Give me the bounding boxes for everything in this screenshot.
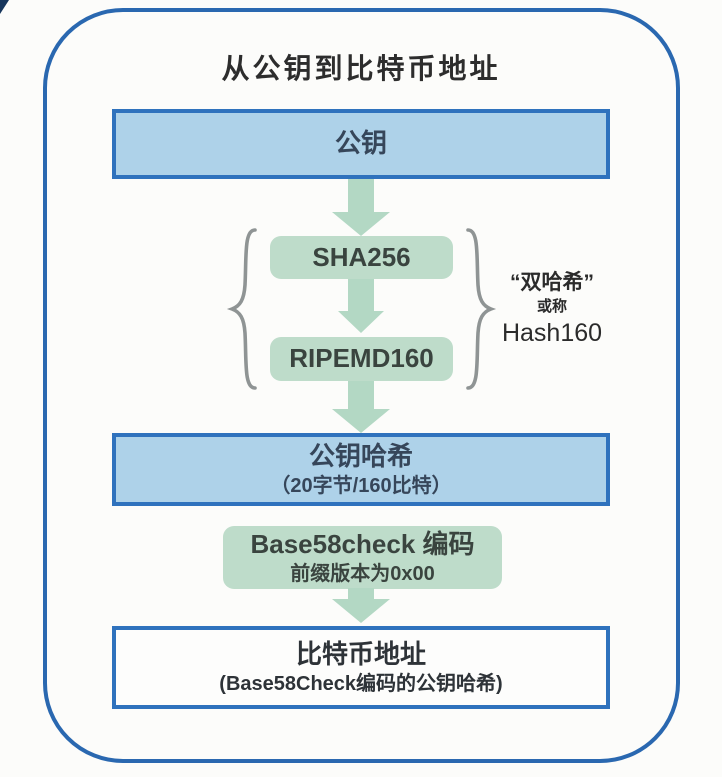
diagram-border	[43, 8, 680, 763]
arrow-head	[332, 599, 390, 623]
node-sha256-label: SHA256	[312, 241, 411, 272]
node-bitcoin-address-label: 比特币地址	[295, 638, 426, 669]
down-arrow-icon	[332, 588, 390, 623]
down-arrow-icon	[332, 179, 390, 236]
annotation-line-hash160: Hash160	[501, 319, 603, 347]
node-base58check-encode: Base58check 编码 前缀版本为0x00	[223, 526, 502, 589]
annotation-line-double-hash: “双哈希”	[510, 271, 594, 294]
right-brace-icon	[464, 227, 498, 391]
node-bitcoin-address: 比特币地址 (Base58Check编码的公钥哈希)	[112, 626, 610, 709]
node-public-key-hash-sublabel: （20字节/160比特）	[270, 474, 452, 497]
node-public-key-label: 公钥	[334, 128, 387, 159]
arrow-shaft	[348, 588, 374, 599]
corner-artifact	[0, 0, 9, 14]
arrow-head	[338, 311, 384, 333]
down-arrow-icon	[332, 381, 390, 433]
node-public-key: 公钥	[112, 109, 610, 179]
node-base58check-sublabel: 前缀版本为0x00	[290, 562, 435, 585]
node-public-key-hash-label: 公钥哈希	[308, 440, 413, 471]
arrow-head	[332, 409, 390, 433]
left-brace-icon	[225, 227, 259, 391]
node-ripemd160-label: RIPEMD160	[289, 343, 434, 374]
node-base58check-label: Base58check 编码	[250, 528, 475, 559]
node-public-key-hash: 公钥哈希 （20字节/160比特）	[112, 433, 610, 506]
annotation-line-aka: 或称	[536, 298, 567, 316]
hash160-annotation: “双哈希” 或称 Hash160	[492, 270, 612, 349]
node-sha256: SHA256	[270, 236, 453, 279]
page-title: 从公钥到比特币地址	[221, 53, 501, 84]
node-bitcoin-address-sublabel: (Base58Check编码的公钥哈希)	[219, 672, 503, 695]
node-ripemd160: RIPEMD160	[270, 337, 453, 381]
arrow-shaft	[348, 381, 374, 409]
arrow-shaft	[348, 279, 374, 311]
arrow-shaft	[348, 179, 374, 212]
arrow-head	[332, 212, 390, 236]
down-arrow-icon	[332, 279, 390, 333]
